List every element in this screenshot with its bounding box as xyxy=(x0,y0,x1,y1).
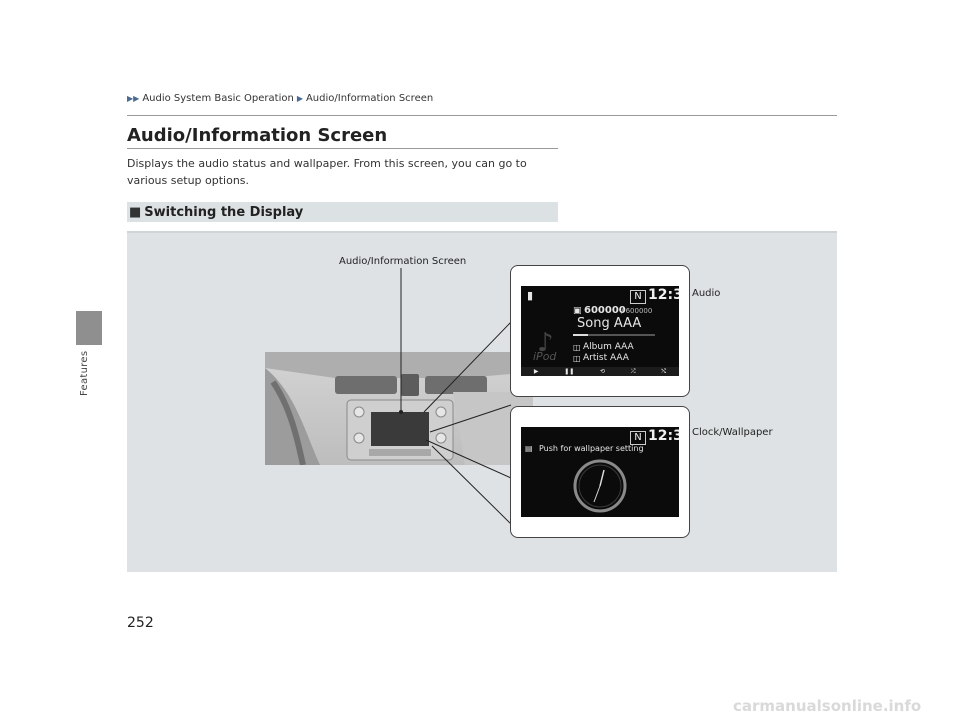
breadcrumb-arrow-icon: ▶ xyxy=(296,94,303,103)
page-description: Displays the audio status and wallpaper.… xyxy=(127,157,527,187)
clock-screen: N 12:34 ▤ Push for wallpaper setting xyxy=(521,427,679,517)
song-title: Song AAA xyxy=(577,316,642,331)
phone-icon: ▮ xyxy=(527,289,534,302)
pause-icon[interactable]: ❚❚ xyxy=(564,368,575,375)
breadcrumb: ▶▶ Audio System Basic Operation ▶ Audio/… xyxy=(127,93,433,104)
callout-audio: Audio xyxy=(692,288,721,299)
page-number: 252 xyxy=(127,615,154,631)
progress-bar xyxy=(573,334,655,336)
track-total: / 600000 xyxy=(621,307,653,315)
wallpaper-hint: Push for wallpaper setting xyxy=(539,444,644,453)
callout-clock-wallpaper: Clock/Wallpaper xyxy=(692,427,773,438)
section-title: Switching the Display xyxy=(144,204,304,220)
screen-clock: 12:34 xyxy=(648,287,679,303)
album-icon: ◫ xyxy=(573,343,581,352)
screen-clock: 12:34 xyxy=(648,428,679,444)
play-icon[interactable]: ▶ xyxy=(533,368,539,375)
artist-name: Artist AAA xyxy=(583,353,629,363)
callout-audio-information-screen: Audio/Information Screen xyxy=(339,256,467,267)
shuffle-icon[interactable]: ⤮ xyxy=(630,367,636,375)
progress-fill xyxy=(573,334,588,336)
wallpaper-icon: ▤ xyxy=(525,444,533,453)
source-logo: iPod xyxy=(533,350,557,363)
breadcrumb-item[interactable]: Audio System Basic Operation xyxy=(142,93,294,104)
playback-control-bar: ▶ ❚❚ ⟲ ⤮ ⤭ xyxy=(521,367,679,376)
watermark: carmanualsonline.info xyxy=(733,697,922,715)
album-name: Album AAA xyxy=(583,342,634,352)
audio-screen: ▮ N 12:34 ▣ 600000 / 600000 Song AAA ♪ i… xyxy=(521,286,679,376)
repeat-icon[interactable]: ⟲ xyxy=(599,368,606,375)
gear-indicator-badge: N xyxy=(630,290,646,304)
title-rule xyxy=(127,148,558,149)
track-current: 600000 xyxy=(584,305,626,316)
section-marker-icon: ■ xyxy=(129,204,142,220)
section-header: ■ Switching the Display xyxy=(127,202,558,222)
audio-display-panel: ▮ N 12:34 ▣ 600000 / 600000 Song AAA ♪ i… xyxy=(510,265,690,397)
header-rule xyxy=(127,115,837,116)
track-icon: ▣ xyxy=(573,306,582,316)
clock-display-panel: N 12:34 ▤ Push for wallpaper setting xyxy=(510,406,690,538)
breadcrumb-arrow-icon: ▶▶ xyxy=(127,94,140,103)
side-tab xyxy=(76,311,102,345)
artist-icon: ◫ xyxy=(573,354,581,363)
page-title: Audio/Information Screen xyxy=(127,125,388,146)
shuffle-all-icon[interactable]: ⤭ xyxy=(661,367,667,375)
music-note-icon: ♪ xyxy=(537,328,554,358)
analog-clock-icon xyxy=(573,459,627,513)
breadcrumb-item[interactable]: Audio/Information Screen xyxy=(305,93,434,104)
gear-indicator-badge: N xyxy=(630,431,646,445)
